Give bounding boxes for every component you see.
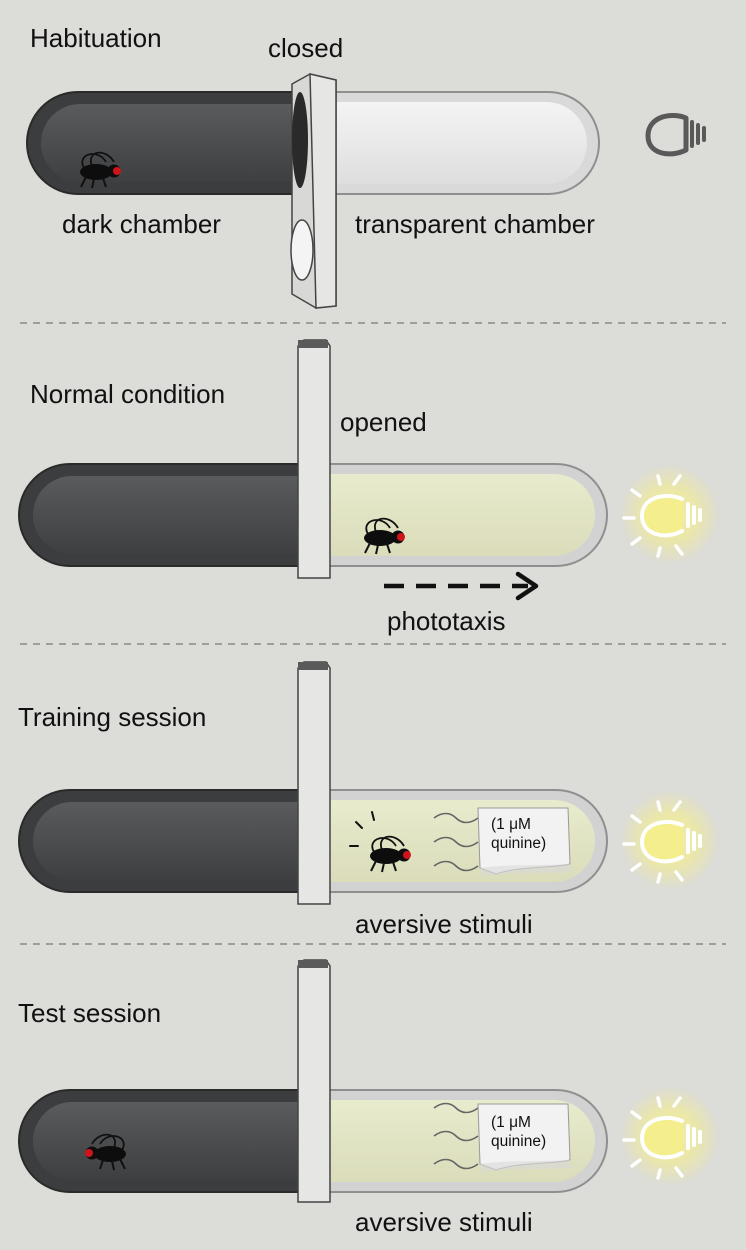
aversive-stimuli-label: aversive stimuli <box>355 909 533 939</box>
startle-marks <box>349 811 375 847</box>
lamp-on-icon <box>618 462 722 566</box>
panel-title: Training session <box>18 702 207 732</box>
phototaxis-label: phototaxis <box>387 606 506 636</box>
aversive-stimuli-label: aversive stimuli <box>355 1207 533 1237</box>
panel-test <box>18 959 722 1203</box>
lamp-off-icon <box>648 115 704 153</box>
dark-chamber-label: dark chamber <box>62 209 221 239</box>
panel-normal <box>18 339 722 601</box>
lamp-on-icon <box>618 788 722 892</box>
filter-paper-line: (1 μM <box>491 1114 531 1131</box>
panel-title: Test session <box>18 998 162 1028</box>
filter-paper-line: quinine) <box>491 835 547 852</box>
panel-title: Habituation <box>30 23 162 53</box>
transparent-chamber-label: transparent chamber <box>355 209 595 239</box>
door-state-label: opened <box>340 407 427 437</box>
filter-paper-label: (1 μM quinine) <box>491 1113 546 1151</box>
lamp-on-icon <box>618 1084 722 1188</box>
filter-paper-line: quinine) <box>491 1133 547 1150</box>
phototaxis-arrow <box>384 571 539 601</box>
panel-training <box>18 661 722 905</box>
door-state-label: closed <box>268 33 344 63</box>
panel-title: Normal condition <box>30 379 226 409</box>
filter-paper-label: (1 μM quinine) <box>491 815 546 853</box>
filter-paper-line: (1 μM <box>491 816 531 833</box>
panel-habituation <box>26 73 704 309</box>
